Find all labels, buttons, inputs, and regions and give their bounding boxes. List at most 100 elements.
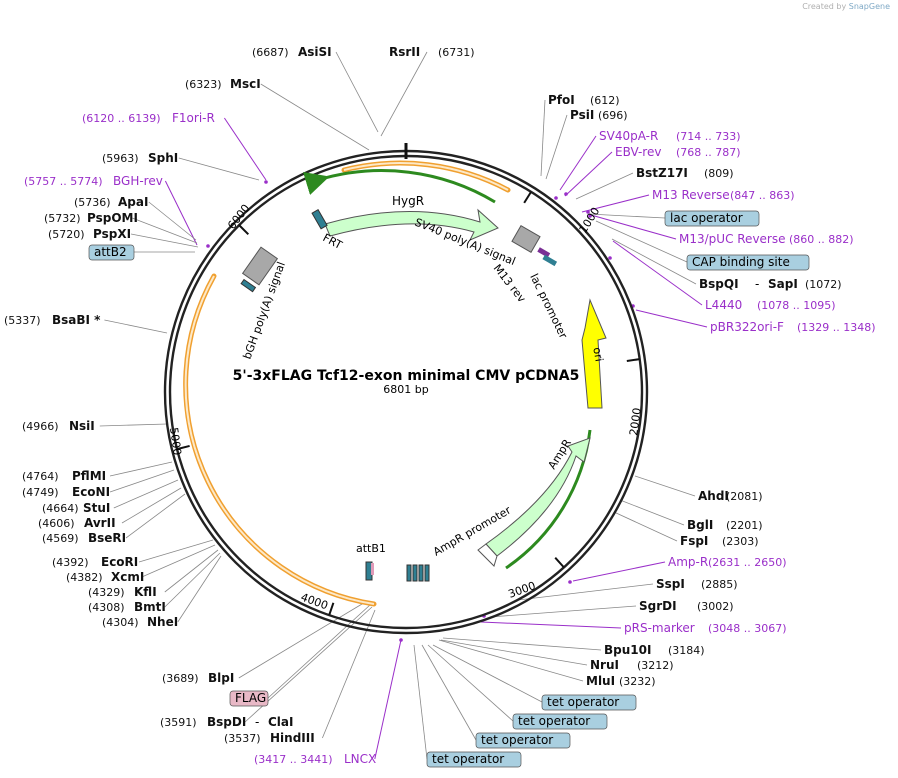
site-position: (4764) — [22, 470, 59, 483]
site-name: PfoI — [548, 93, 575, 107]
site-name: NsiI — [69, 419, 95, 433]
lac-promoter-feature — [542, 254, 558, 267]
site-position: (3537) — [224, 732, 261, 745]
site-name: EBV-rev — [615, 145, 661, 159]
feature-label: tet operator — [518, 714, 590, 728]
site-position: (3048 .. 3067) — [708, 622, 787, 635]
site-position: (3591) — [160, 716, 197, 729]
tet-op-1 — [406, 564, 412, 582]
site-name: SphI — [148, 151, 178, 165]
site-name: Amp-R — [668, 555, 708, 569]
site-position: (4664) — [42, 502, 79, 515]
primer-mark — [399, 638, 403, 642]
ampr-promoter-feature — [477, 543, 498, 567]
site-name: PspOMI — [87, 211, 138, 225]
site-position: (6120 .. 6139) — [82, 112, 161, 125]
site-name: ClaI — [268, 715, 293, 729]
site-position: (5757 .. 5774) — [24, 175, 103, 188]
site-position: (3417 .. 3441) — [254, 753, 333, 766]
site-position: (860 .. 882) — [789, 233, 854, 246]
site-name: FspI — [680, 534, 708, 548]
primer-mark — [586, 210, 590, 214]
site-position: (714 .. 733) — [676, 130, 741, 143]
site-position: (2885) — [701, 578, 738, 591]
site-position: (2303) — [722, 535, 759, 548]
site-name: StuI — [83, 501, 110, 515]
feature-label: tet operator — [481, 733, 553, 747]
site-position: (6731) — [438, 46, 475, 59]
primer-mark — [608, 256, 612, 260]
tet-op-2 — [412, 564, 418, 582]
ampr-feature — [485, 437, 591, 557]
separator-dash: - — [755, 277, 759, 291]
site-name: BspQI — [699, 277, 739, 291]
site-name: NheI — [147, 615, 178, 629]
site-position: (5720) — [48, 228, 85, 241]
site-name: M13 Reverse — [652, 188, 730, 202]
site-name: SspI — [656, 577, 685, 591]
site-position: (4966) — [22, 420, 59, 433]
site-position: (5732) — [44, 212, 81, 225]
feature-label: lac operator — [670, 211, 743, 225]
primer-mark — [564, 192, 568, 196]
site-position: (6687) — [252, 46, 289, 59]
site-position: (1072) — [805, 278, 842, 291]
site-position: (5736) — [74, 196, 111, 209]
site-name: HindIII — [270, 731, 315, 745]
bgh-polya-feature — [241, 246, 279, 286]
site-position: (3232) — [619, 675, 656, 688]
hygr-feature — [324, 208, 499, 241]
tet-op-4 — [424, 564, 430, 582]
site-position: (2631 .. 2650) — [708, 556, 787, 569]
site-position: (3002) — [697, 600, 734, 613]
feature-label: attB2 — [94, 245, 127, 259]
site-name: M13/pUC Reverse — [679, 232, 786, 246]
attb1-label: attB1 — [356, 542, 386, 555]
site-leader-lines — [99, 51, 708, 760]
site-name: PsiI — [570, 108, 594, 122]
primer-mark — [264, 180, 268, 184]
site-name: ApaI — [118, 195, 148, 209]
site-name: KflI — [134, 585, 157, 599]
feature-label-box — [229, 690, 269, 707]
site-name: pRS-marker — [624, 621, 695, 635]
site-position: (809) — [704, 167, 734, 180]
primer-mark — [554, 196, 558, 200]
site-position: (2201) — [726, 519, 763, 532]
site-name: PspXI — [93, 227, 131, 241]
ori-label: ori — [590, 346, 605, 362]
site-name: PflMI — [72, 469, 106, 483]
site-name: AhdI — [698, 489, 729, 503]
site-name: BstZ17I — [636, 166, 688, 180]
site-position: (4569) — [42, 532, 79, 545]
lac-promoter-label: lac promoter — [527, 272, 570, 341]
site-position: (1329 .. 1348) — [797, 321, 876, 334]
site-name: BmtI — [134, 600, 166, 614]
feature-label: CAP binding site — [692, 255, 790, 269]
site-name: BlpI — [208, 671, 234, 685]
site-position: (3184) — [668, 644, 705, 657]
site-position: (696) — [598, 109, 628, 122]
site-position: (5337) — [4, 314, 41, 327]
feature-label-box — [88, 244, 135, 261]
site-position: (4329) — [88, 586, 125, 599]
feature-label-box — [686, 254, 810, 271]
site-position: (2081) — [726, 490, 763, 503]
feature-label-box — [541, 694, 637, 711]
primer-mark — [588, 214, 592, 218]
feature-label-box — [426, 751, 522, 768]
site-name: EcoRI — [101, 555, 138, 569]
orange-arc-left-inner — [184, 275, 375, 605]
site-name: BsaBI * — [52, 313, 101, 327]
site-name: MluI — [586, 674, 615, 688]
tick-mark — [328, 602, 335, 616]
tick-label: 2000 — [627, 407, 644, 437]
site-position: (4392) — [52, 556, 89, 569]
orange-arc-left — [183, 273, 377, 607]
site-position: (6323) — [185, 78, 222, 91]
orange-arc-top-inner — [343, 162, 509, 191]
frt-label: FRT — [321, 231, 345, 252]
site-position: (4606) — [38, 517, 75, 530]
